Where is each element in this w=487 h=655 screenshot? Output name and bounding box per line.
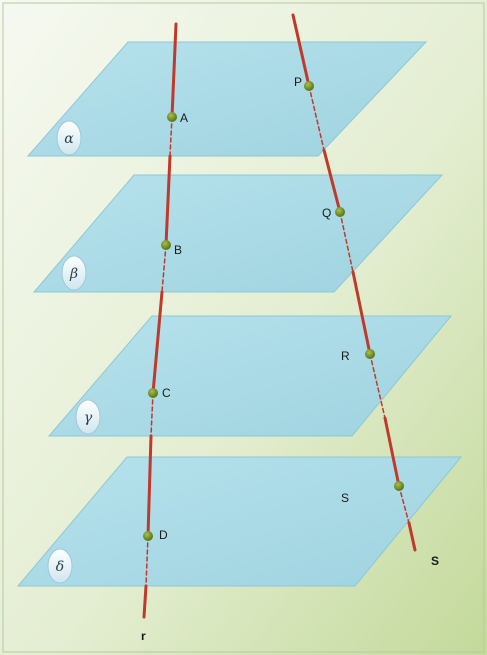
point-Q-label: Q bbox=[322, 206, 331, 220]
point-D-dot bbox=[143, 531, 153, 541]
plane-beta-label: β bbox=[69, 266, 78, 282]
point-R-label: R bbox=[341, 349, 350, 363]
plane-alpha-label: α bbox=[64, 131, 74, 147]
point-B: B bbox=[161, 240, 182, 257]
line-r-segment-2 bbox=[164, 154, 172, 247]
line-s-segment-top bbox=[291, 13, 311, 88]
line-s-hidden-3 bbox=[369, 353, 386, 419]
plane-gamma-label-oval bbox=[75, 399, 101, 435]
line-r-label: r bbox=[141, 629, 146, 643]
point-C-label: C bbox=[162, 386, 171, 400]
point-R: R bbox=[341, 349, 375, 363]
point-P-label: P bbox=[294, 75, 302, 89]
point-B-dot bbox=[161, 240, 171, 250]
line-r-hidden-3 bbox=[150, 392, 154, 437]
plane-beta-label-oval bbox=[61, 255, 87, 291]
point-S-label: S bbox=[341, 491, 349, 505]
plane-gamma bbox=[47, 315, 453, 437]
line-s-hidden-1 bbox=[308, 85, 325, 151]
plane-gamma-label: γ bbox=[84, 410, 93, 426]
point-Q: Q bbox=[322, 206, 345, 220]
point-S-dot bbox=[394, 481, 404, 491]
point-A: A bbox=[167, 111, 188, 125]
line-s-segment-2 bbox=[322, 148, 342, 214]
plane-beta bbox=[32, 174, 444, 293]
line-s-segment-bottom bbox=[407, 521, 417, 552]
line-r-hidden-2 bbox=[161, 244, 167, 293]
line-r bbox=[142, 22, 178, 619]
plane-alpha bbox=[26, 41, 428, 157]
plane-delta-label-oval bbox=[47, 548, 73, 584]
line-r-segment-4 bbox=[146, 434, 153, 538]
point-P-dot bbox=[304, 81, 314, 91]
line-s bbox=[291, 13, 417, 552]
point-A-label: A bbox=[180, 111, 188, 125]
point-R-dot bbox=[365, 349, 375, 359]
point-Q-dot bbox=[335, 207, 345, 217]
point-D: D bbox=[143, 528, 168, 542]
line-s-segment-4 bbox=[383, 416, 401, 488]
point-P: P bbox=[294, 75, 314, 91]
point-A-dot bbox=[167, 112, 177, 122]
plane-delta-label: δ bbox=[56, 559, 64, 575]
line-r-segment-top bbox=[170, 22, 178, 119]
line-s-hidden-2 bbox=[339, 211, 354, 273]
plane-delta bbox=[16, 456, 463, 587]
plane-alpha-label-oval bbox=[56, 120, 82, 156]
line-r-segment-bottom bbox=[142, 584, 148, 619]
line-r-hidden-1 bbox=[169, 116, 173, 157]
line-s-segment-3 bbox=[351, 270, 372, 356]
point-C: C bbox=[148, 386, 171, 400]
line-s-label: S bbox=[431, 554, 439, 568]
line-s-hidden-4 bbox=[398, 485, 410, 524]
point-C-dot bbox=[148, 388, 158, 398]
line-r-hidden-4 bbox=[145, 535, 149, 587]
point-B-label: B bbox=[174, 243, 182, 257]
point-S: S bbox=[341, 481, 404, 505]
line-r-segment-3 bbox=[151, 290, 164, 395]
point-D-label: D bbox=[159, 528, 168, 542]
